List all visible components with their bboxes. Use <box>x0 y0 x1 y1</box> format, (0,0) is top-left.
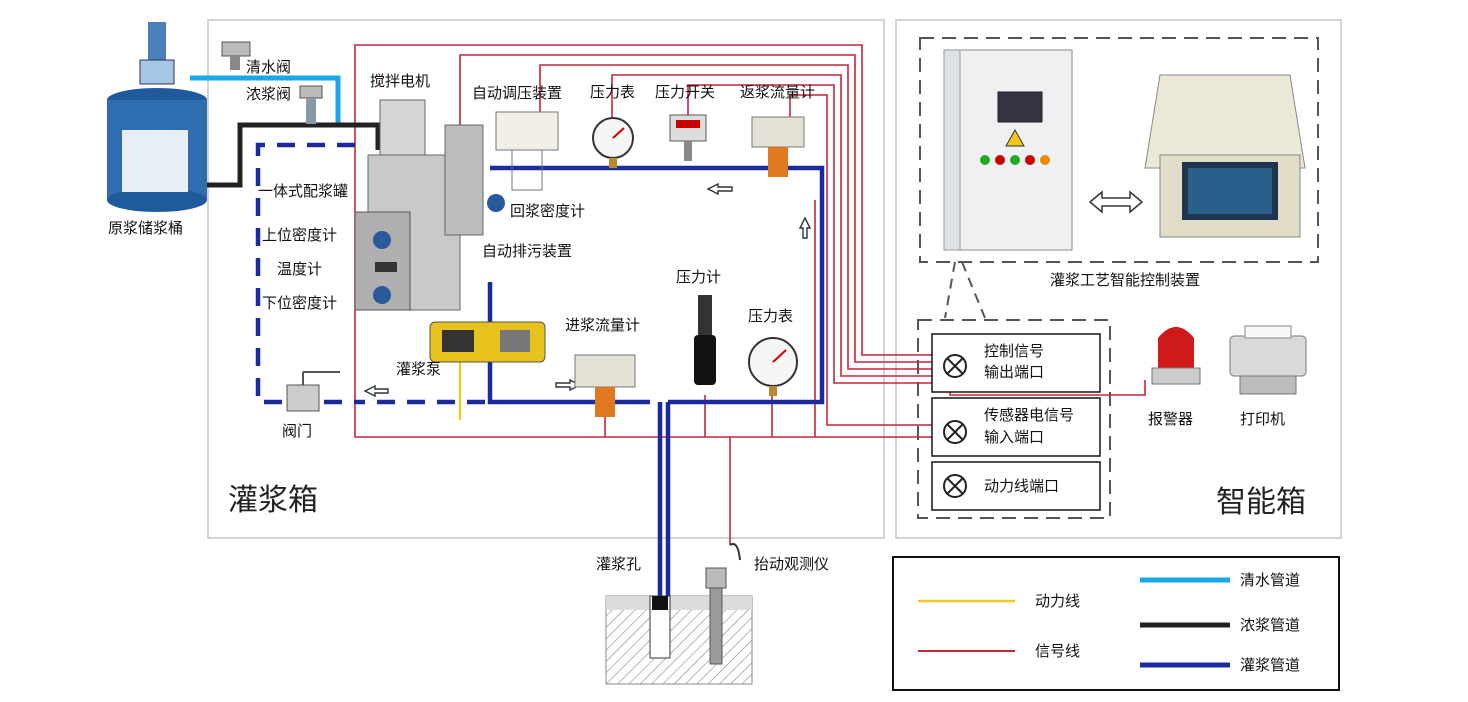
thick-slurry-valve-icon <box>299 85 323 124</box>
signal-lines <box>354 44 1146 545</box>
bidirectional-arrow-icon <box>1088 190 1144 214</box>
grout-pipes <box>255 142 825 655</box>
port-cross-icons <box>943 354 967 498</box>
label-pressure-switch: 压力开关 <box>655 83 715 101</box>
label-grouting-box: 灌浆箱 <box>228 483 318 518</box>
label-gate-valve: 阀门 <box>282 422 312 440</box>
auto-pressure-regulator-icon <box>495 111 559 191</box>
legend: 动力线 信号线 清水管道 浓浆管道 灌浆管道 <box>892 556 1340 691</box>
label-thick-slurry-valve: 浓浆阀 <box>246 85 291 103</box>
label-port-sensor-line1: 传感器电信号 <box>984 406 1074 424</box>
legend-label-power: 动力线 <box>1035 592 1080 610</box>
return-density-meter-icon <box>487 194 505 212</box>
label-pressure-gauge-right: 压力表 <box>748 307 793 325</box>
label-inlet-flowmeter: 进浆流量计 <box>565 316 640 334</box>
label-port-power: 动力线端口 <box>984 477 1059 495</box>
label-pressure-meter: 压力计 <box>676 268 721 286</box>
label-clear-water-valve: 清水阀 <box>246 58 291 76</box>
label-smart-box: 智能箱 <box>1216 485 1306 520</box>
clear-water-valve-icon <box>221 41 251 70</box>
label-lift-observation-instrument: 抬动观测仪 <box>754 555 829 573</box>
pressure-switch-icon <box>669 114 707 161</box>
label-printer: 打印机 <box>1240 410 1285 428</box>
label-auto-drain: 自动排污装置 <box>482 242 572 260</box>
label-port-control-line1: 控制信号 <box>984 342 1044 360</box>
label-storage-tank: 原浆储浆桶 <box>108 219 183 237</box>
label-port-control-line2: 输出端口 <box>984 363 1044 381</box>
flow-arrows <box>363 182 812 398</box>
grouting-box-panel <box>207 19 885 539</box>
port-boxes <box>931 333 1101 511</box>
link-dash-1 <box>944 261 956 319</box>
pressure-meter-icon <box>694 295 716 385</box>
grouting-hole-ground <box>605 595 753 685</box>
thick-slurry-pipe <box>192 122 381 188</box>
gate-valve-icon <box>286 371 340 412</box>
label-return-flowmeter: 返浆流量计 <box>740 83 815 101</box>
label-port-sensor-line2: 输入端口 <box>984 428 1044 446</box>
label-mixer-motor: 搅拌电机 <box>370 72 430 90</box>
control-terminal-icon <box>1144 74 1306 238</box>
grout-pump-icon <box>429 321 546 363</box>
legend-box <box>892 556 1340 691</box>
printer-icon <box>1229 325 1307 395</box>
inlet-flowmeter-icon <box>574 354 636 417</box>
storage-tank-icon <box>107 22 207 212</box>
label-pressure-gauge-top: 压力表 <box>590 83 635 101</box>
mixing-tank-icon <box>354 99 484 311</box>
lift-observation-instrument-icon <box>705 543 741 665</box>
legend-label-grout: 灌浆管道 <box>1240 656 1300 674</box>
label-control-device: 灌浆工艺智能控制装置 <box>1050 271 1200 289</box>
pressure-gauge-right-icon <box>748 337 798 396</box>
label-auto-pressure-regulator: 自动调压装置 <box>472 84 562 102</box>
pressure-gauge-top-icon <box>592 117 634 168</box>
label-lower-density-meter: 下位密度计 <box>262 294 337 312</box>
label-thermometer: 温度计 <box>277 260 322 278</box>
control-device-dashed-frame <box>919 37 1319 263</box>
link-dash-2 <box>961 261 986 319</box>
alarm-icon <box>1151 327 1201 385</box>
legend-label-water: 清水管道 <box>1240 571 1300 589</box>
label-return-density-meter: 回浆密度计 <box>510 202 585 220</box>
label-upper-density-meter: 上位密度计 <box>262 226 337 244</box>
label-alarm: 报警器 <box>1148 410 1193 428</box>
label-grout-pump: 灌浆泵 <box>396 360 441 378</box>
label-grouting-hole: 灌浆孔 <box>596 555 641 573</box>
port-group-dashed-frame <box>917 319 1111 519</box>
water-pipe <box>190 75 341 125</box>
legend-label-thick: 浓浆管道 <box>1240 616 1300 634</box>
control-cabinet-icon <box>943 49 1073 251</box>
return-flowmeter-icon <box>751 116 805 177</box>
label-mixing-tank: 一体式配浆罐 <box>258 182 348 200</box>
legend-label-signal: 信号线 <box>1035 642 1080 660</box>
smart-box-panel <box>895 19 1342 539</box>
